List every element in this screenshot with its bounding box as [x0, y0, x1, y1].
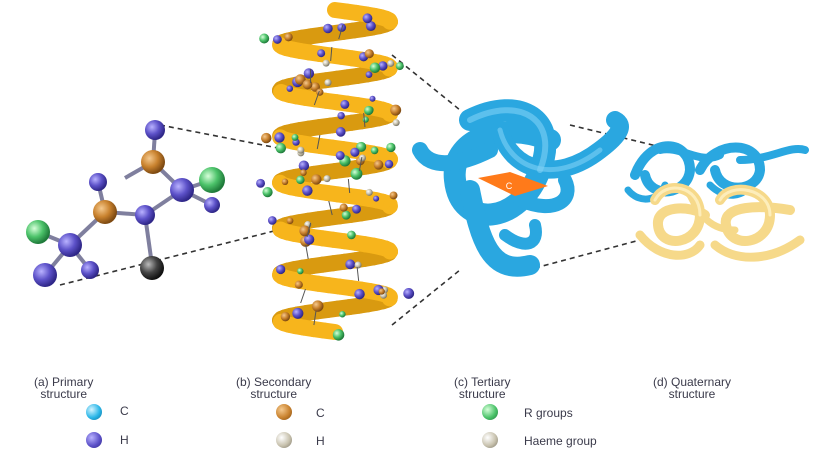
legend-swatch-h-secondary: [276, 432, 292, 448]
haeme-center-label: C: [506, 181, 513, 191]
caption-primary: (a) Primary structure: [34, 375, 94, 401]
legend-label-h-primary: H: [120, 433, 129, 447]
legend-swatch-h-primary: [86, 432, 102, 448]
legend-label-c-primary: C: [120, 404, 129, 418]
legend-label-c-secondary: C: [316, 406, 325, 420]
haeme-group: C: [478, 172, 548, 196]
legend-swatch-c-primary: [86, 404, 102, 420]
caption-quaternary: (d) Quaternary structure: [653, 375, 732, 401]
legend-label-r-groups: R groups: [524, 406, 573, 420]
legend-swatch-haeme-group: [482, 432, 498, 448]
primary-structure-molecule: [26, 120, 225, 287]
tertiary-structure-ribbon: [412, 99, 629, 277]
quaternary-structure: [624, 141, 809, 262]
legend-swatch-r-groups: [482, 404, 498, 420]
secondary-structure-helix: [256, 2, 415, 341]
caption-secondary: (b) Secondary structure: [236, 375, 312, 401]
legend-label-h-secondary: H: [316, 434, 325, 448]
legend-swatch-c-secondary: [276, 404, 292, 420]
legend-label-haeme-group: Haeme group: [524, 434, 597, 448]
caption-tertiary: (c) Tertiary structure: [454, 375, 511, 401]
